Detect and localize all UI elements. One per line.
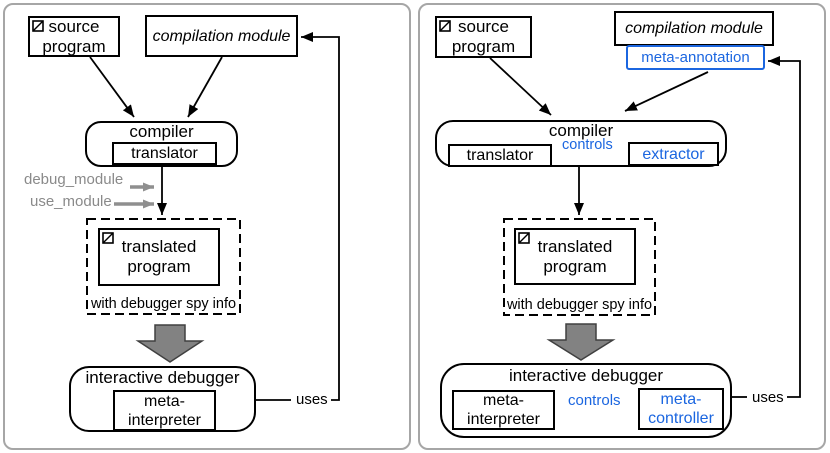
right-meta-interpreter-box: meta- interpreter (452, 390, 555, 430)
left-spy-info-label: with debugger spy info (90, 296, 237, 312)
left-interactive-debugger-label: interactive debugger (85, 368, 240, 387)
extractor-label: extractor (642, 145, 705, 163)
compilation-module-label: compilation module (625, 20, 763, 37)
extractor-box: extractor (628, 142, 719, 166)
meta-controller-line1: meta- (660, 391, 702, 408)
left-uses-feedback-line (301, 32, 340, 401)
left-source-program-box: source program (28, 16, 120, 57)
left-compilation-module-box: compilation module (145, 15, 298, 57)
right-translator-box: translator (448, 144, 552, 167)
arrow-left-source-to-compiler (89, 56, 135, 118)
meta-interpreter-line1: meta- (483, 392, 524, 409)
right-uses-label: uses (752, 389, 784, 406)
translated-program-line2: program (543, 256, 607, 276)
document-fold-icon (102, 232, 114, 244)
left-translated-program-box: translated program (98, 228, 220, 286)
debug-module-label: debug_module (24, 171, 124, 188)
left-translator-box: translator (112, 142, 217, 165)
meta-interpreter-line2: interpreter (128, 411, 201, 429)
right-translated-dashed-frame (503, 218, 656, 316)
use-module-label: use_module (30, 193, 112, 210)
meta-annotation-label: meta-annotation (641, 49, 750, 66)
right-block-arrow-icon (546, 323, 616, 361)
left-uses-label: uses (296, 391, 328, 408)
arrow-right-annotation-to-compiler (624, 71, 709, 112)
controls-label-bottom: controls (568, 392, 621, 409)
meta-interpreter-line1: meta- (144, 392, 185, 410)
source-program-line1: source (457, 17, 510, 36)
meta-annotation-box: meta-annotation (626, 45, 765, 70)
left-block-arrow-icon (135, 324, 205, 363)
source-program-line2: program (42, 36, 106, 56)
right-compilation-module-box: compilation module (614, 11, 774, 46)
arrow-right-source-to-compiler (489, 57, 552, 116)
right-translated-program-box: translated program (514, 228, 636, 285)
meta-controller-line2: controller (648, 410, 714, 427)
source-program-line2: program (451, 37, 516, 56)
meta-controller-box: meta- controller (638, 388, 724, 430)
right-source-program-box: source program (435, 16, 532, 58)
right-spy-info-label: with debugger spy info (506, 297, 653, 313)
translator-label: translator (466, 147, 534, 164)
left-translated-dashed-frame (86, 218, 241, 315)
right-uses-feedback-line (768, 56, 801, 398)
arrow-left-module-to-compiler (187, 56, 223, 118)
right-interactive-debugger-label: interactive debugger (508, 366, 664, 385)
translator-label: translator (131, 145, 198, 162)
document-fold-icon (518, 232, 530, 244)
translated-program-line1: translated (537, 236, 613, 256)
right-compiler-label: compiler (548, 121, 614, 140)
controls-label-top: controls (562, 137, 613, 153)
meta-interpreter-line2: interpreter (467, 411, 540, 428)
document-fold-icon (439, 20, 451, 32)
left-meta-interpreter-box: meta- interpreter (113, 390, 216, 431)
source-program-line1: source (48, 16, 100, 36)
translated-program-line1: translated (121, 237, 197, 256)
left-compiler-label: compiler (129, 122, 194, 141)
compilation-module-label: compilation module (152, 27, 291, 45)
document-fold-icon (32, 20, 44, 32)
translated-program-line2: program (127, 257, 191, 276)
